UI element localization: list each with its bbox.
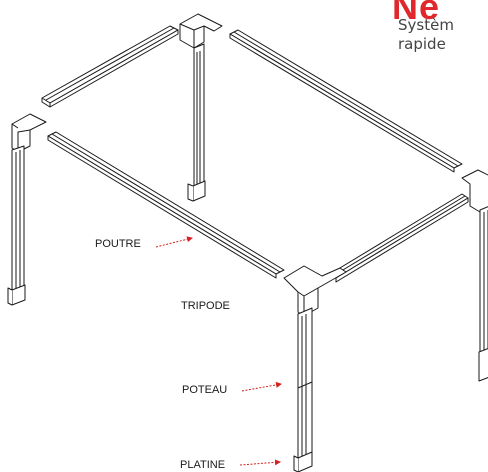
platine-front <box>293 451 313 472</box>
tripode-back <box>179 13 223 49</box>
poutre-front-right <box>329 193 469 283</box>
poutre-back-right <box>229 29 463 173</box>
label-poteau: POTEAU <box>182 384 228 396</box>
platine-right <box>478 348 488 382</box>
poutre-pointer <box>155 236 193 248</box>
subtitle-line-1: Systèm <box>398 16 454 34</box>
poteau-left <box>11 145 25 295</box>
poutre-front-left <box>47 131 285 279</box>
label-platine: PLATINE <box>180 459 226 471</box>
poteau-right <box>479 206 488 356</box>
poteau-front <box>297 307 313 465</box>
label-poutre: POUTRE <box>95 238 141 250</box>
poteau-pointer <box>241 381 282 392</box>
tripode-front <box>283 265 347 317</box>
label-tripode: TRIPODE <box>181 300 230 312</box>
platine-pointer <box>239 459 281 466</box>
tripode-left <box>11 113 47 153</box>
platine-back <box>187 180 206 202</box>
subtitle: Systèm rapide <box>398 16 454 54</box>
platine-left <box>7 284 26 306</box>
tripode-right <box>461 169 488 213</box>
subtitle-line-2: rapide <box>398 35 446 53</box>
poteau-back <box>193 43 205 189</box>
brand-title: Ne <box>392 0 441 27</box>
poutre-back-left <box>41 25 179 108</box>
